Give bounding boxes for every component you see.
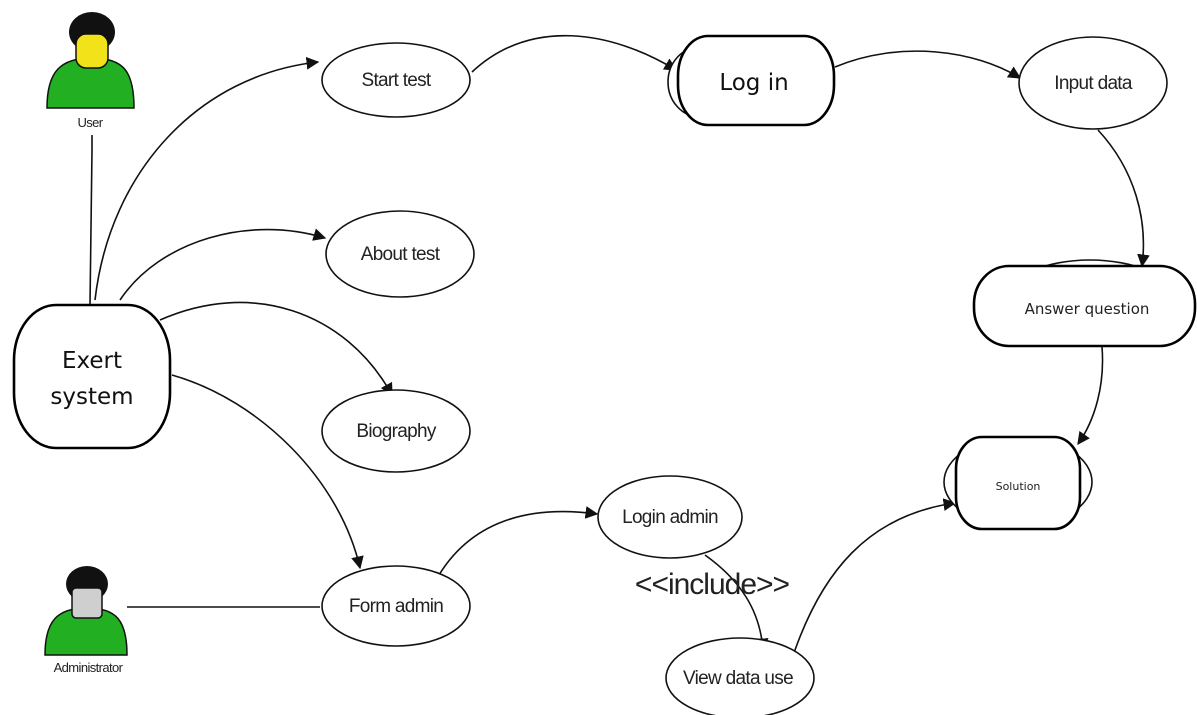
answer-question-node: Answer question bbox=[972, 259, 1197, 348]
biography-label: Biography bbox=[356, 421, 436, 442]
input-data-node: Input data bbox=[1018, 36, 1168, 130]
log-in-node: Log in bbox=[667, 34, 836, 127]
login-admin-node: Login admin bbox=[597, 475, 743, 559]
include-relation-label: <<include>> bbox=[635, 568, 790, 601]
edge-system-biography bbox=[159, 301, 393, 397]
administrator-actor-label: Administrator bbox=[54, 660, 124, 675]
view-data-use-node: View data use bbox=[665, 637, 815, 715]
log-in-label: Log in bbox=[719, 70, 788, 96]
answer-question-label: Answer question bbox=[1025, 300, 1150, 318]
about-test-label: About test bbox=[361, 244, 441, 265]
edge-system-about-test bbox=[119, 228, 327, 301]
edge-start-test-log-in bbox=[471, 34, 678, 73]
edge-answer-solution bbox=[1077, 346, 1104, 446]
exert-system-node: Exert system bbox=[12, 303, 172, 450]
login-admin-label: Login admin bbox=[622, 507, 718, 528]
biography-node: Biography bbox=[321, 389, 471, 473]
solution-label: Solution bbox=[996, 480, 1041, 493]
connectors bbox=[89, 34, 1150, 666]
user-actor-face-icon bbox=[75, 33, 109, 69]
edge-system-start-test bbox=[94, 56, 320, 301]
edge-system-form-admin bbox=[171, 374, 364, 570]
exert-system-label-line2: system bbox=[50, 384, 133, 410]
input-data-label: Input data bbox=[1054, 73, 1133, 94]
administrator-actor: Administrator bbox=[44, 566, 128, 675]
about-test-node: About test bbox=[325, 210, 475, 298]
edge-input-data-answer bbox=[1097, 129, 1150, 268]
user-to-system-line bbox=[89, 135, 93, 306]
edge-view-data-solution bbox=[789, 498, 957, 666]
form-admin-label: Form admin bbox=[349, 596, 443, 617]
start-test-label: Start test bbox=[361, 70, 431, 91]
admin-actor-face-icon bbox=[71, 587, 103, 619]
user-actor-label: User bbox=[77, 115, 103, 130]
view-data-use-label: View data use bbox=[683, 668, 793, 689]
edge-log-in-input-data bbox=[834, 50, 1022, 79]
solution-node: Solution bbox=[943, 435, 1093, 531]
user-actor: User bbox=[46, 12, 135, 130]
edge-login-admin-view-data bbox=[704, 554, 769, 652]
start-test-node: Start test bbox=[321, 42, 471, 118]
edge-form-admin-login-admin bbox=[435, 506, 599, 581]
exert-system-label-line1: Exert bbox=[62, 348, 122, 374]
form-admin-node: Form admin bbox=[321, 565, 471, 647]
